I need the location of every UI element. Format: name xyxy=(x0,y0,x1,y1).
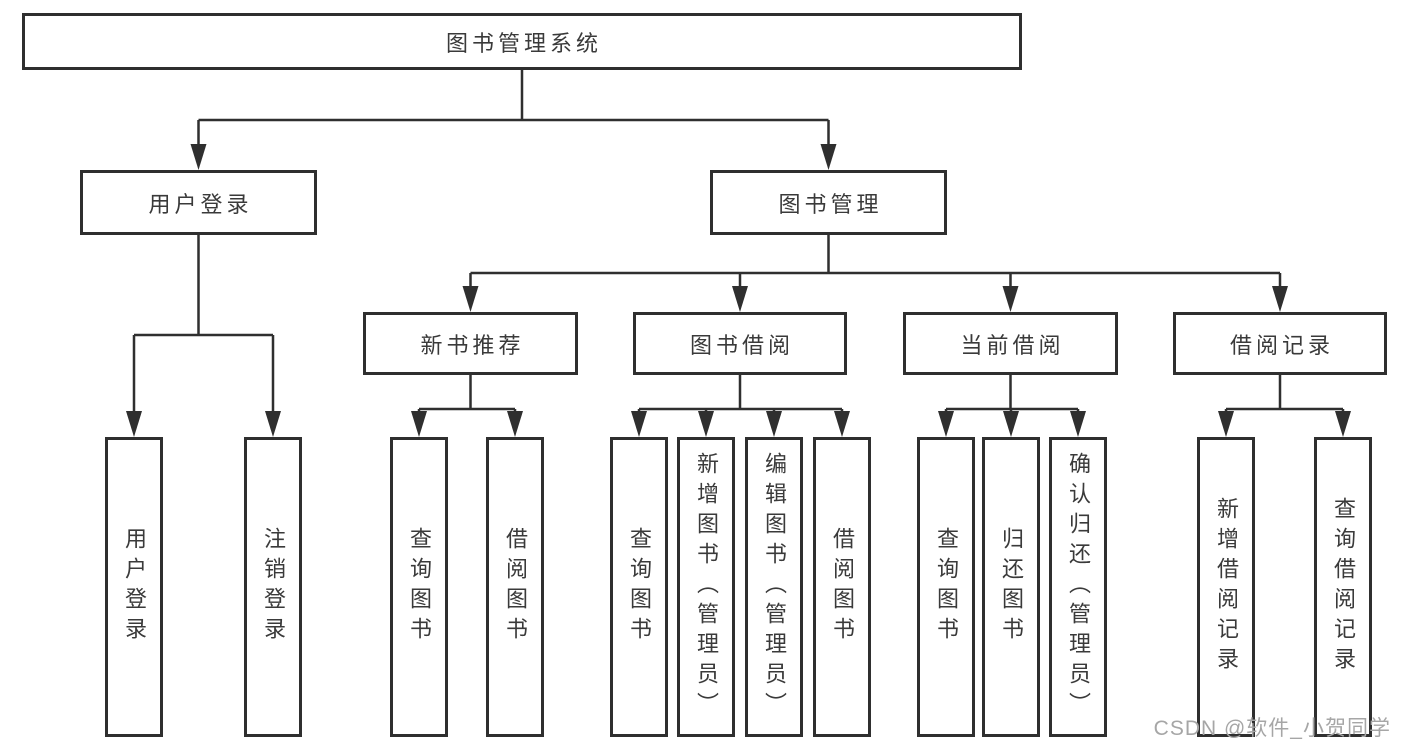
node-current-borrowing: 当前借阅 xyxy=(903,312,1118,375)
leaf-logout-label: 注销登录 xyxy=(261,527,286,647)
leaf-current-query-books-label: 查询图书 xyxy=(934,527,959,647)
leaf-borrowing-edit-books-admin-label: 编辑图书（管理员） xyxy=(762,452,787,722)
leaf-borrowing-edit-books-admin: 编辑图书（管理员） xyxy=(745,437,803,737)
leaf-recommend-borrow-books: 借阅图书 xyxy=(486,437,544,737)
node-root-library-management-system: 图书管理系统 xyxy=(22,13,1022,70)
leaf-borrowing-add-books-admin: 新增图书（管理员） xyxy=(677,437,735,737)
leaf-current-confirm-return-admin-label: 确认归还（管理员） xyxy=(1066,452,1091,722)
node-current-borrowing-label: 当前借阅 xyxy=(960,332,1065,358)
leaf-records-query-borrow-record: 查询借阅记录 xyxy=(1314,437,1372,737)
node-book-management: 图书管理 xyxy=(710,170,947,235)
leaf-records-add-borrow-record-label: 新增借阅记录 xyxy=(1214,497,1239,677)
leaf-borrowing-add-books-admin-label: 新增图书（管理员） xyxy=(694,452,719,722)
node-book-borrowing-label: 图书借阅 xyxy=(689,332,794,358)
node-user-login: 用户登录 xyxy=(80,170,317,235)
node-user-login-label: 用户登录 xyxy=(148,191,253,217)
node-new-book-recommend: 新书推荐 xyxy=(363,312,578,375)
leaf-current-return-books-label: 归还图书 xyxy=(999,527,1024,647)
leaf-current-return-books: 归还图书 xyxy=(982,437,1040,737)
leaf-borrowing-query-books-label: 查询图书 xyxy=(627,527,652,647)
node-book-management-label: 图书管理 xyxy=(778,191,883,217)
leaf-recommend-query-books: 查询图书 xyxy=(390,437,448,737)
leaf-recommend-query-books-label: 查询图书 xyxy=(407,527,432,647)
leaf-user-login: 用户登录 xyxy=(105,437,163,737)
leaf-borrowing-borrow-books-label: 借阅图书 xyxy=(830,527,855,647)
leaf-logout: 注销登录 xyxy=(244,437,302,737)
node-root-label: 图书管理系统 xyxy=(445,30,602,56)
csdn-watermark: CSDN @软件_小贺同学 xyxy=(1153,717,1391,740)
node-book-borrowing: 图书借阅 xyxy=(633,312,847,375)
leaf-user-login-label: 用户登录 xyxy=(122,527,147,647)
leaf-recommend-borrow-books-label: 借阅图书 xyxy=(503,527,528,647)
node-new-book-recommend-label: 新书推荐 xyxy=(420,332,525,358)
leaf-records-query-borrow-record-label: 查询借阅记录 xyxy=(1331,497,1356,677)
leaf-borrowing-borrow-books: 借阅图书 xyxy=(813,437,871,737)
leaf-records-add-borrow-record: 新增借阅记录 xyxy=(1197,437,1255,737)
leaf-current-confirm-return-admin: 确认归还（管理员） xyxy=(1049,437,1107,737)
leaf-current-query-books: 查询图书 xyxy=(917,437,975,737)
leaf-borrowing-query-books: 查询图书 xyxy=(610,437,668,737)
node-borrowing-records-label: 借阅记录 xyxy=(1229,332,1334,358)
node-borrowing-records: 借阅记录 xyxy=(1173,312,1387,375)
